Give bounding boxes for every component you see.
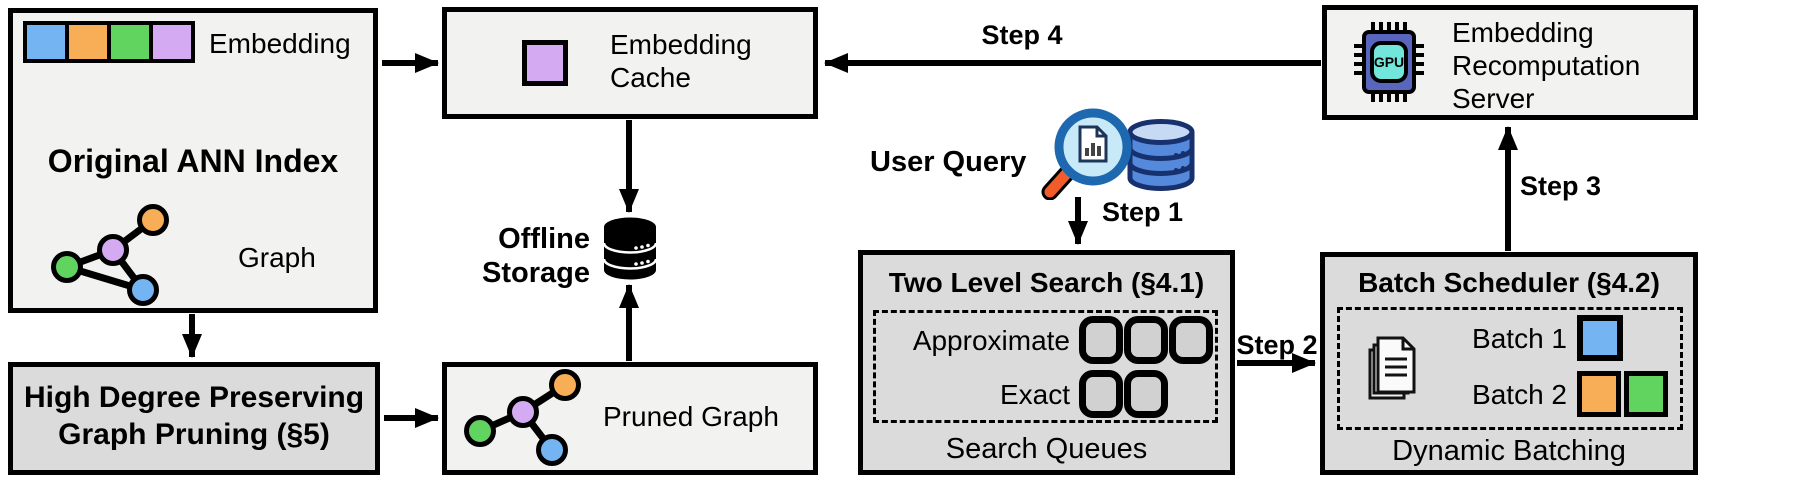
step2-label: Step 2	[1236, 330, 1318, 360]
batch1-label: Batch 1	[1472, 322, 1567, 354]
graph-node-green	[51, 251, 83, 283]
search-queues-panel: Approximate Exact	[873, 310, 1218, 423]
batch-scheduler-box: Batch Scheduler (§4.2) Batch 1 Batch 2	[1320, 252, 1698, 475]
offline-storage-label: Offline Storage	[482, 223, 590, 289]
embedding-cell-blue	[27, 25, 65, 59]
queue-slot	[1124, 370, 1168, 418]
embedding-cell-orange	[69, 25, 107, 59]
graph-node-blue	[536, 434, 568, 466]
step1-label: Step 1	[1102, 197, 1184, 227]
batch-scheduler-title: Batch Scheduler (§4.2)	[1358, 267, 1660, 298]
pruned-graph-icon	[464, 369, 581, 466]
offline-storage-db-icon	[602, 217, 658, 280]
batch1-square-blue	[1577, 315, 1623, 361]
graph-node-orange	[137, 204, 169, 236]
step3-label: Step 3	[1520, 171, 1602, 201]
ann-index-title: Original ANN Index	[47, 143, 339, 179]
user-query-label: User Query	[870, 146, 1027, 178]
two-level-search-box: Two Level Search (§4.1) Approximate Exac…	[858, 250, 1235, 475]
graph-pruning-box: High Degree Preserving Graph Pruning (§5…	[8, 362, 380, 475]
approximate-label: Approximate	[912, 324, 1070, 356]
two-level-search-title: Two Level Search (§4.1)	[888, 267, 1205, 298]
graph-label: Graph	[238, 242, 316, 273]
approximate-slots	[1079, 316, 1213, 364]
gpu-chip-icon: GPU	[1354, 22, 1424, 102]
documents-icon	[1368, 336, 1416, 400]
graph-node-green	[464, 415, 496, 447]
embedding-cell-purple	[153, 25, 191, 59]
graph-pruning-title: High Degree Preserving Graph Pruning (§5…	[13, 379, 375, 453]
embedding-cache-box: Embedding Cache	[442, 7, 818, 119]
graph-node-purple	[507, 396, 539, 428]
batch2-row: Batch 2	[1432, 371, 1668, 417]
original-graph-icon	[51, 204, 169, 306]
queue-slot	[1169, 316, 1213, 364]
dynamic-batching-label: Dynamic Batching	[1392, 435, 1626, 467]
dynamic-batching-panel: Batch 1 Batch 2	[1337, 307, 1683, 430]
gpu-chip-text: GPU	[1374, 54, 1404, 70]
pruned-graph-box: Pruned Graph	[442, 362, 818, 475]
step4-label: Step 4	[981, 20, 1063, 50]
query-db-stack	[1127, 119, 1195, 191]
batch2-label: Batch 2	[1472, 378, 1567, 410]
exact-label: Exact	[999, 378, 1070, 410]
chip-core	[1370, 41, 1408, 83]
graph-node-purple	[97, 234, 129, 266]
batch2-squares	[1577, 371, 1668, 417]
query-magnifier	[1041, 108, 1132, 200]
graph-pruning-line2: Graph Pruning (§5)	[58, 418, 330, 451]
user-query-icon	[1041, 108, 1195, 200]
batch2-square-orange	[1577, 371, 1621, 417]
exact-slots	[1079, 370, 1168, 418]
approximate-queue-row: Approximate	[876, 316, 1215, 364]
queue-slot	[1079, 316, 1123, 364]
cached-embedding-square	[522, 40, 568, 86]
queue-slot	[1124, 316, 1168, 364]
queue-slot	[1079, 370, 1123, 418]
embedding-vector-strip	[23, 21, 195, 63]
graph-pruning-line1: High Degree Preserving	[23, 381, 365, 414]
batch1-row: Batch 1	[1432, 315, 1623, 361]
recomputation-server-label: Embedding Recomputation Server	[1452, 17, 1641, 114]
original-ann-index-box: Embedding Original ANN Index Graph	[8, 8, 378, 313]
graph-node-blue	[127, 274, 159, 306]
graph-node-orange	[549, 369, 581, 401]
embedding-cache-label: Embedding Cache	[610, 29, 752, 93]
batch2-square-green	[1624, 371, 1668, 417]
embedding-label: Embedding	[209, 28, 351, 59]
pruned-graph-label: Pruned Graph	[603, 401, 779, 432]
embedding-cell-green	[111, 25, 149, 59]
recomputation-server-box: GPU Embedding Recomputation Server	[1322, 5, 1698, 120]
search-queues-label: Search Queues	[945, 433, 1148, 465]
exact-queue-row: Exact	[876, 370, 1215, 418]
